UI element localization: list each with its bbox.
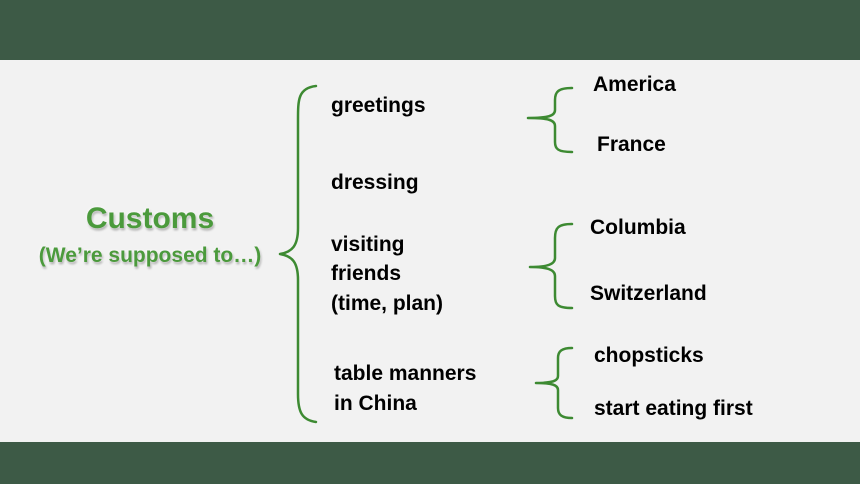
brace-lines — [278, 84, 574, 424]
main-brace — [278, 84, 318, 424]
category-dressing: dressing — [331, 171, 419, 194]
category-table-line-2: in China — [334, 392, 417, 415]
category-visiting-line-2: friends — [331, 262, 402, 285]
category-table-line-1: table manners — [334, 362, 477, 385]
example-switzerland: Switzerland — [590, 282, 707, 305]
greetings-brace — [526, 86, 574, 154]
root-title: Customs — [85, 202, 215, 235]
example-columbia: Columbia — [590, 216, 686, 239]
table-brace — [534, 346, 574, 420]
example-start-eating-first: start eating first — [594, 397, 753, 420]
visiting-brace — [528, 222, 574, 310]
top-band — [0, 0, 860, 60]
diagram-canvas: Customs (We’re supposed to…) greetings d… — [0, 60, 860, 442]
root-subtitle: (We’re supposed to…) — [38, 244, 262, 267]
category-greetings: greetings — [331, 94, 426, 117]
category-visiting-line-3: (time, plan) — [331, 292, 444, 315]
category-visiting-line-1: visiting — [331, 233, 405, 256]
bottom-band — [0, 442, 860, 484]
example-france: France — [597, 133, 666, 156]
example-america: America — [593, 73, 676, 96]
example-chopsticks: chopsticks — [594, 344, 704, 367]
